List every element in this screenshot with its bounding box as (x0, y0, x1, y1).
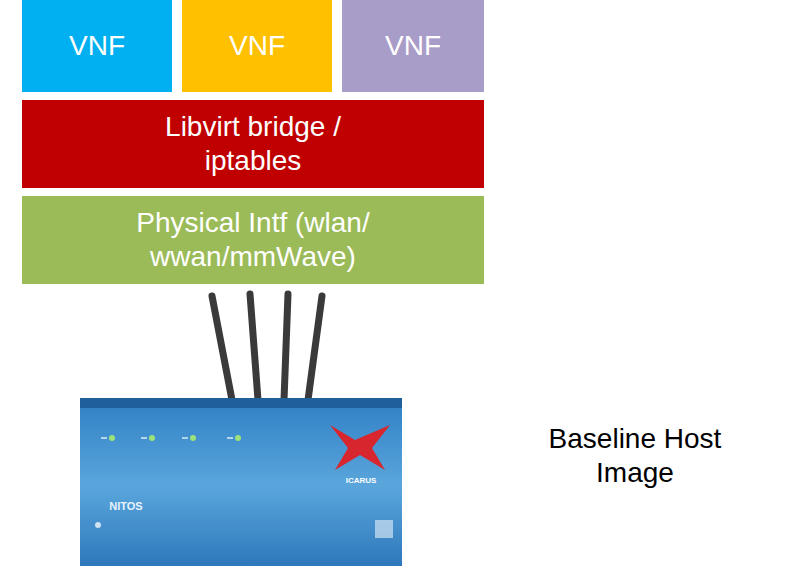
led (109, 435, 241, 441)
brand-text: ICARUS (326, 476, 396, 486)
layer-box: Physical Intf (wlan/ wwan/mmWave) (22, 196, 484, 284)
layer-box: VNF (182, 0, 332, 92)
device-edge (80, 398, 402, 408)
caption-label: Baseline Host Image (530, 422, 740, 489)
device-body (80, 398, 402, 566)
layer-text: VNF (385, 29, 441, 63)
layer-text: VNF (69, 29, 125, 63)
brand-text: NITOS (96, 500, 156, 513)
qr-mark (375, 520, 393, 538)
layer-box: VNF (342, 0, 484, 92)
antenna (212, 294, 322, 400)
logo (330, 425, 390, 470)
layer-box: Libvirt bridge / iptables (22, 100, 484, 188)
layer-text: Libvirt bridge / iptables (133, 110, 373, 177)
button (95, 522, 101, 528)
layer-box: VNF (22, 0, 172, 92)
layer-text: VNF (229, 29, 285, 63)
led-mark (101, 437, 233, 439)
layer-text: Physical Intf (wlan/ wwan/mmWave) (103, 206, 403, 273)
